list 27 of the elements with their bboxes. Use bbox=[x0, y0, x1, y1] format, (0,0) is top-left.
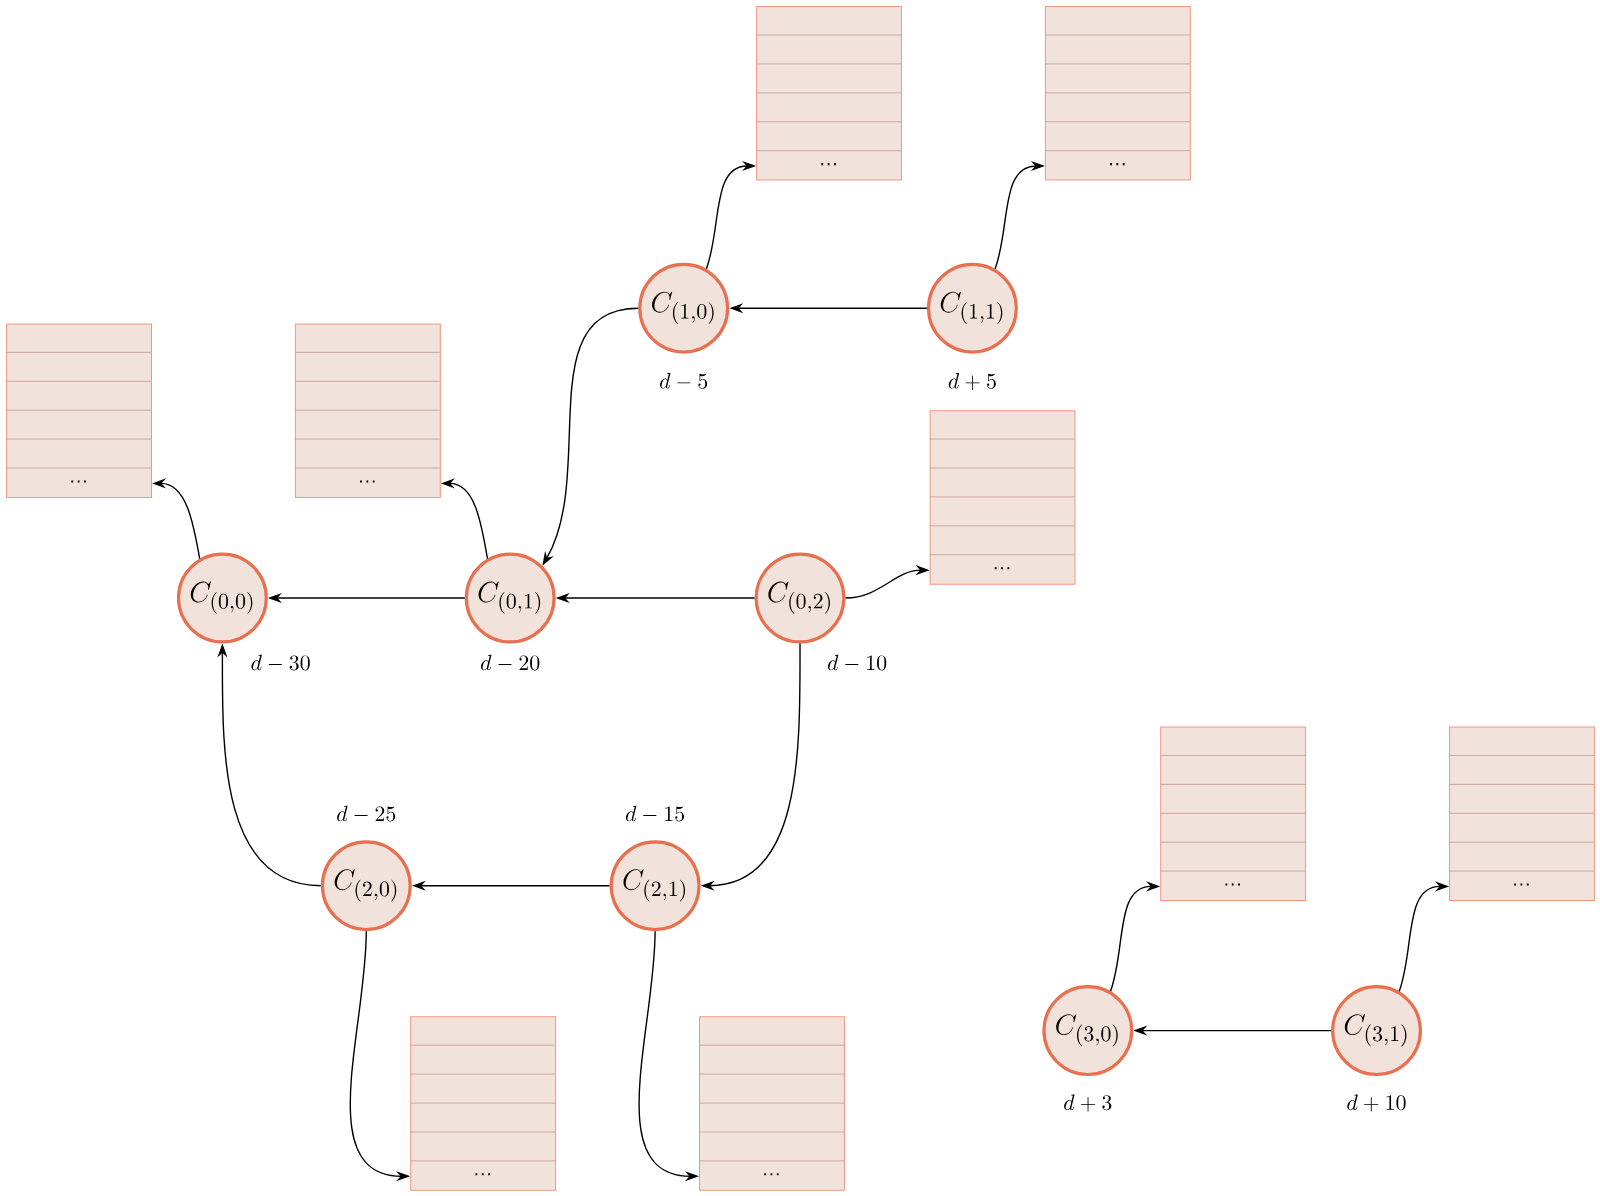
circle-node: $C_{(1,1)}$ bbox=[926, 262, 1018, 354]
node-caption: $d-20$ bbox=[481, 654, 540, 671]
table: … bbox=[409, 1016, 557, 1191]
circle-node: $C_{(2,1)}$ bbox=[609, 840, 701, 932]
circle-node: $C_{(0,1)}$ bbox=[464, 552, 556, 644]
table: … bbox=[294, 323, 441, 498]
table: … bbox=[1448, 726, 1595, 901]
circle-node: $C_{(0,0)}$ bbox=[176, 552, 268, 644]
circle-node: $C_{(3,1)}$ bbox=[1331, 985, 1422, 1077]
node-caption: $d+10$ bbox=[1347, 1094, 1406, 1112]
table: … bbox=[755, 6, 902, 181]
table: … bbox=[929, 410, 1076, 585]
circle-node: $C_{(2,0)}$ bbox=[320, 840, 412, 932]
table: … bbox=[5, 323, 152, 498]
circle-node: $C_{(1,0)}$ bbox=[638, 262, 730, 354]
table: … bbox=[698, 1016, 845, 1191]
node-caption: $d-5$ bbox=[660, 373, 708, 389]
table: … bbox=[1044, 6, 1191, 181]
node-caption: $d+3$ bbox=[1064, 1094, 1112, 1112]
node-caption: $d+5$ bbox=[948, 373, 996, 391]
table: … bbox=[1159, 726, 1307, 901]
circle-node: $C_{(3,0)}$ bbox=[1042, 985, 1134, 1077]
circle-node: $C_{(0,2)}$ bbox=[754, 552, 846, 644]
node-caption: $d-25$ bbox=[337, 805, 396, 822]
node-caption: $d-30$ bbox=[251, 654, 310, 671]
node-caption: $d-10$ bbox=[827, 654, 887, 671]
node-caption: $d-15$ bbox=[625, 805, 684, 822]
